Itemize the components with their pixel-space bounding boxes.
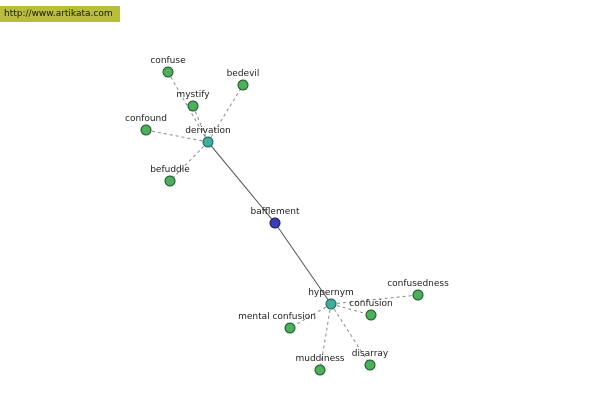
node-label-confound: confound — [125, 114, 167, 124]
graph-edge-derivation-bedevil — [207, 84, 244, 143]
graph-edge-derivation-confuse — [167, 71, 209, 143]
node-label-disarray: disarray — [352, 349, 389, 359]
graph-node-confuse[interactable] — [162, 66, 174, 78]
graph-edge-hypernym-muddiness — [319, 303, 332, 371]
graph-edge-derivation-befuddle — [169, 141, 209, 182]
graph-edge-derivation-mystify — [192, 105, 209, 143]
node-label-hypernym: hypernym — [308, 288, 354, 298]
node-label-confusion: confusion — [349, 299, 392, 309]
graph-node-muddiness[interactable] — [314, 364, 326, 376]
node-label-muddiness: muddiness — [295, 354, 344, 364]
node-label-confusedness: confusedness — [387, 279, 449, 289]
graph-node-bafflement[interactable] — [269, 217, 281, 229]
graph-node-hypernym[interactable] — [325, 298, 337, 310]
graph-node-mental-confusion[interactable] — [284, 322, 296, 334]
graph-edge-bafflement-derivation — [207, 141, 276, 224]
graph-edge-hypernym-disarray — [330, 303, 371, 366]
graph-edge-hypernym-mental-confusion — [289, 303, 332, 329]
graph-edge-derivation-confound — [145, 129, 209, 143]
graph-edge-bafflement-hypernym — [274, 222, 332, 305]
node-label-mental-confusion: mental confusion — [238, 312, 316, 322]
graph-edge-hypernym-confusion — [330, 303, 372, 316]
node-label-derivation: derivation — [185, 126, 231, 136]
graph-node-confusion[interactable] — [365, 309, 377, 321]
graph-node-confound[interactable] — [140, 124, 152, 136]
graph-node-derivation[interactable] — [202, 136, 214, 148]
graph-edge-hypernym-confusedness — [330, 294, 419, 305]
graph-node-bedevil[interactable] — [237, 79, 249, 91]
graph-node-confusedness[interactable] — [412, 289, 424, 301]
node-label-befuddle: befuddle — [150, 165, 190, 175]
node-label-mystify: mystify — [176, 90, 210, 100]
node-label-bedevil: bedevil — [227, 69, 260, 79]
node-label-bafflement: bafflement — [250, 207, 299, 217]
graph-node-disarray[interactable] — [364, 359, 376, 371]
node-label-confuse: confuse — [150, 56, 186, 66]
graph-node-mystify[interactable] — [187, 100, 199, 112]
graph-node-befuddle[interactable] — [164, 175, 176, 187]
site-url-label: http://www.artikata.com — [0, 6, 120, 22]
